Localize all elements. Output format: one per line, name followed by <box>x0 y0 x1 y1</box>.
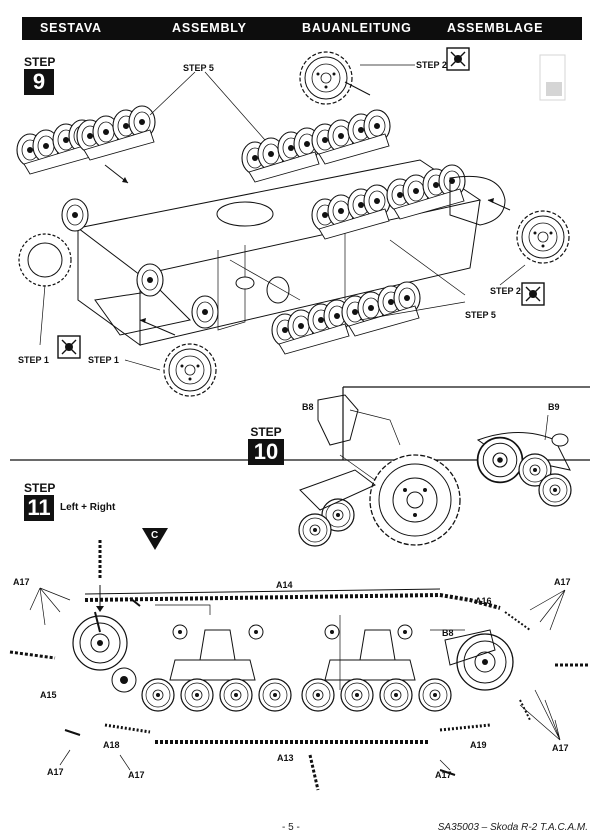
callout-step1-right: STEP 1 <box>88 355 119 365</box>
no-glue-icon <box>521 282 545 306</box>
part-a17: A17 <box>47 767 64 777</box>
part-a17: A17 <box>554 577 571 587</box>
no-glue-icon <box>446 47 470 71</box>
step9-word: STEP <box>24 55 56 69</box>
small-parts-middle <box>229 259 301 304</box>
part-b8-lower: B8 <box>442 628 454 638</box>
callout-step2-right: STEP 2 <box>490 286 521 296</box>
step11-note: Left + Right <box>60 502 116 513</box>
part-a17: A17 <box>552 743 569 753</box>
sprocket-bottom-left <box>163 343 217 397</box>
part-a17: A17 <box>13 577 30 587</box>
part-b8-upper: B8 <box>302 402 314 412</box>
c-marker-label: C <box>151 530 159 541</box>
step9-tag: STEP 9 <box>24 55 56 95</box>
part-a18: A18 <box>103 740 120 750</box>
step10-right-detail <box>476 414 572 507</box>
ghost-part-top-right <box>539 54 566 101</box>
step11-word: STEP <box>24 481 56 495</box>
step11-number: 11 <box>24 495 54 521</box>
bogie-right <box>312 165 465 239</box>
part-b9: B9 <box>548 402 560 412</box>
part-a19: A19 <box>470 740 487 750</box>
part-a17: A17 <box>435 770 452 780</box>
part-a13: A13 <box>277 753 294 763</box>
callout-step5-top: STEP 5 <box>183 63 214 73</box>
step10-word: STEP <box>250 425 282 439</box>
step9-number: 9 <box>24 69 54 95</box>
sprocket-right <box>516 210 570 264</box>
track-link-icon <box>9 540 590 791</box>
callout-step2-top: STEP 2 <box>416 60 447 70</box>
bogie-upper-left <box>17 106 155 174</box>
no-glue-icon <box>57 335 81 359</box>
header-assembly: ASSEMBLY <box>172 21 247 35</box>
part-a15: A15 <box>40 690 57 700</box>
bogie-lower <box>272 282 420 354</box>
part-a16: A16 <box>475 596 492 606</box>
callout-step5-bottom: STEP 5 <box>465 310 496 320</box>
step10-tag: STEP 10 <box>248 426 284 465</box>
leader-lines-step9 <box>39 64 526 371</box>
part-a17: A17 <box>128 770 145 780</box>
sprocket-top <box>299 51 353 105</box>
header-assemblage: ASSEMBLAGE <box>447 21 544 35</box>
idler-housing <box>449 175 506 226</box>
hull-body <box>76 159 482 346</box>
step11-tag: STEP 11 <box>24 481 56 521</box>
c-marker-icon <box>142 528 168 550</box>
front-drive-housing <box>18 198 219 336</box>
bogie-upper-middle <box>242 110 390 182</box>
step10-left-detail <box>298 394 461 547</box>
header-bauanleitung: BAUANLEITUNG <box>302 21 412 35</box>
part-a14: A14 <box>276 580 293 590</box>
header-bar: SESTAVA ASSEMBLY BAUANLEITUNG ASSEMBLAGE <box>22 17 582 40</box>
a17-leaders <box>29 585 566 771</box>
page-number: - 5 - <box>282 822 300 833</box>
track-assembly <box>72 588 514 744</box>
step10-number: 10 <box>248 439 284 465</box>
kit-title: SA35003 – Skoda R-2 T.A.C.A.M. <box>437 822 588 833</box>
callout-step1-left: STEP 1 <box>18 355 49 365</box>
header-sestava: SESTAVA <box>40 21 102 35</box>
